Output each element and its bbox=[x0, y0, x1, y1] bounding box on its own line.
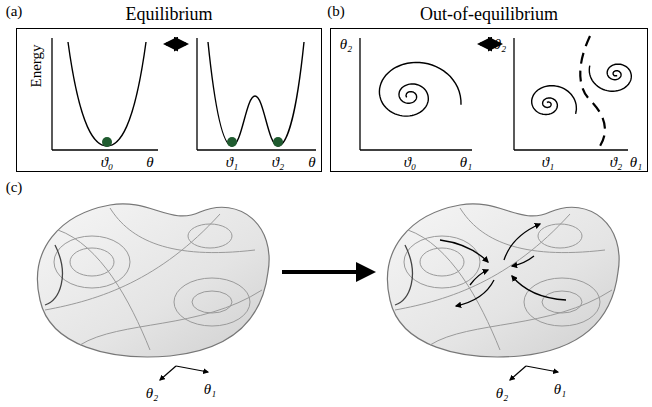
axis-label: θ₂ bbox=[496, 386, 509, 401]
panel-title: Out-of-equilibrium bbox=[420, 4, 558, 25]
axis-title: Energy bbox=[29, 44, 44, 87]
axis-label: θ bbox=[146, 155, 153, 170]
panel-letter: (b) bbox=[327, 4, 345, 19]
panel-letter: (c) bbox=[6, 180, 23, 195]
axis-label: θ₁ bbox=[460, 155, 473, 170]
axis-label: θ₁ bbox=[204, 382, 217, 397]
axis-tick: ϑ₂ bbox=[610, 155, 623, 170]
axis-tick: ϑ₁ bbox=[226, 155, 239, 170]
axis-tick: ϑ₁ bbox=[542, 155, 555, 170]
panel-box: Out-of-equilibrium bbox=[330, 28, 648, 172]
axis-label: θ₂ bbox=[494, 37, 507, 52]
panel-box: Equilibrium bbox=[16, 28, 322, 172]
axis-label: θ₂ bbox=[146, 386, 159, 401]
axis-label: θ₂ bbox=[340, 37, 353, 52]
panel-letter: (a) bbox=[6, 4, 23, 19]
axis-label: θ bbox=[308, 155, 315, 170]
axis-label: θ₁ bbox=[554, 382, 567, 397]
panel-title: Equilibrium bbox=[126, 4, 213, 25]
axis-tick: ϑ₂ bbox=[272, 155, 285, 170]
axis-label: θ₁ bbox=[630, 155, 643, 170]
axis-tick: ϑ₀ bbox=[404, 155, 417, 170]
axis-tick: ϑ₀ bbox=[101, 155, 114, 170]
